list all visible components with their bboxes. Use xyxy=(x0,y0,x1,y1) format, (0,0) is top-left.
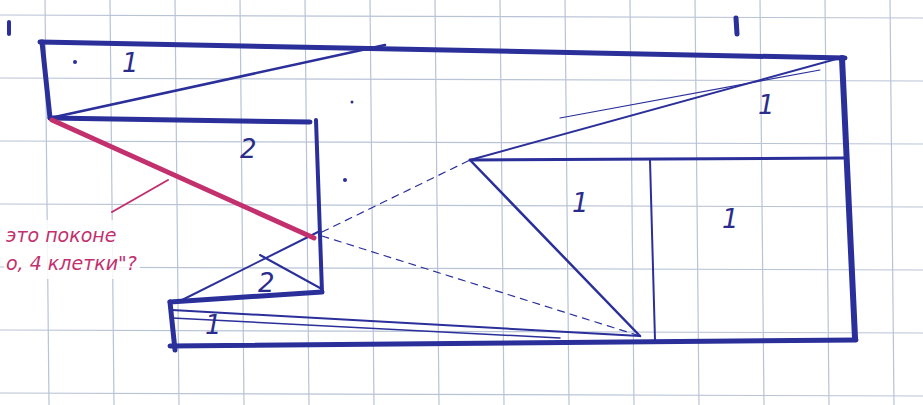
dot xyxy=(73,60,77,64)
dot xyxy=(351,101,354,104)
bottom-edge xyxy=(170,340,856,346)
dashed-line xyxy=(322,160,470,232)
dots xyxy=(73,60,354,182)
callout-number: 2 xyxy=(258,270,275,296)
sketch-lines xyxy=(9,18,856,350)
tick-mark xyxy=(736,18,737,34)
diagonal xyxy=(470,160,640,336)
grid-line xyxy=(890,0,894,405)
grid-line xyxy=(110,0,114,405)
callout-number: 1 xyxy=(572,190,589,216)
top-edge xyxy=(40,42,845,58)
inner-top xyxy=(50,118,310,122)
dashed-line xyxy=(322,236,640,336)
callout-number: 2 xyxy=(240,136,257,162)
grid-line xyxy=(0,141,923,144)
middle-line xyxy=(470,158,845,160)
tick-mark xyxy=(7,22,11,34)
handwritten-note: это поконе о, 4 клетки"? xyxy=(4,220,140,279)
callout-number: 1 xyxy=(722,206,739,232)
diagonal xyxy=(182,232,318,300)
inner-right xyxy=(316,120,322,292)
callout-number: 1 xyxy=(758,92,775,118)
grid-line xyxy=(695,0,699,405)
right-edge xyxy=(842,58,855,338)
callout-number: 1 xyxy=(205,312,222,338)
diagonal xyxy=(470,58,840,160)
grid-line xyxy=(0,78,923,81)
leader-line xyxy=(112,180,168,212)
grid-line xyxy=(0,204,923,207)
diagonal xyxy=(560,70,820,118)
grid-line xyxy=(760,0,764,405)
grid-line xyxy=(0,393,923,396)
diagonal xyxy=(172,318,560,338)
vertical-line xyxy=(650,160,655,340)
diagonal xyxy=(50,45,385,118)
grid-line xyxy=(0,15,923,18)
callout-number: 1 xyxy=(122,50,139,76)
left-edge xyxy=(42,42,50,118)
dot xyxy=(343,178,347,182)
